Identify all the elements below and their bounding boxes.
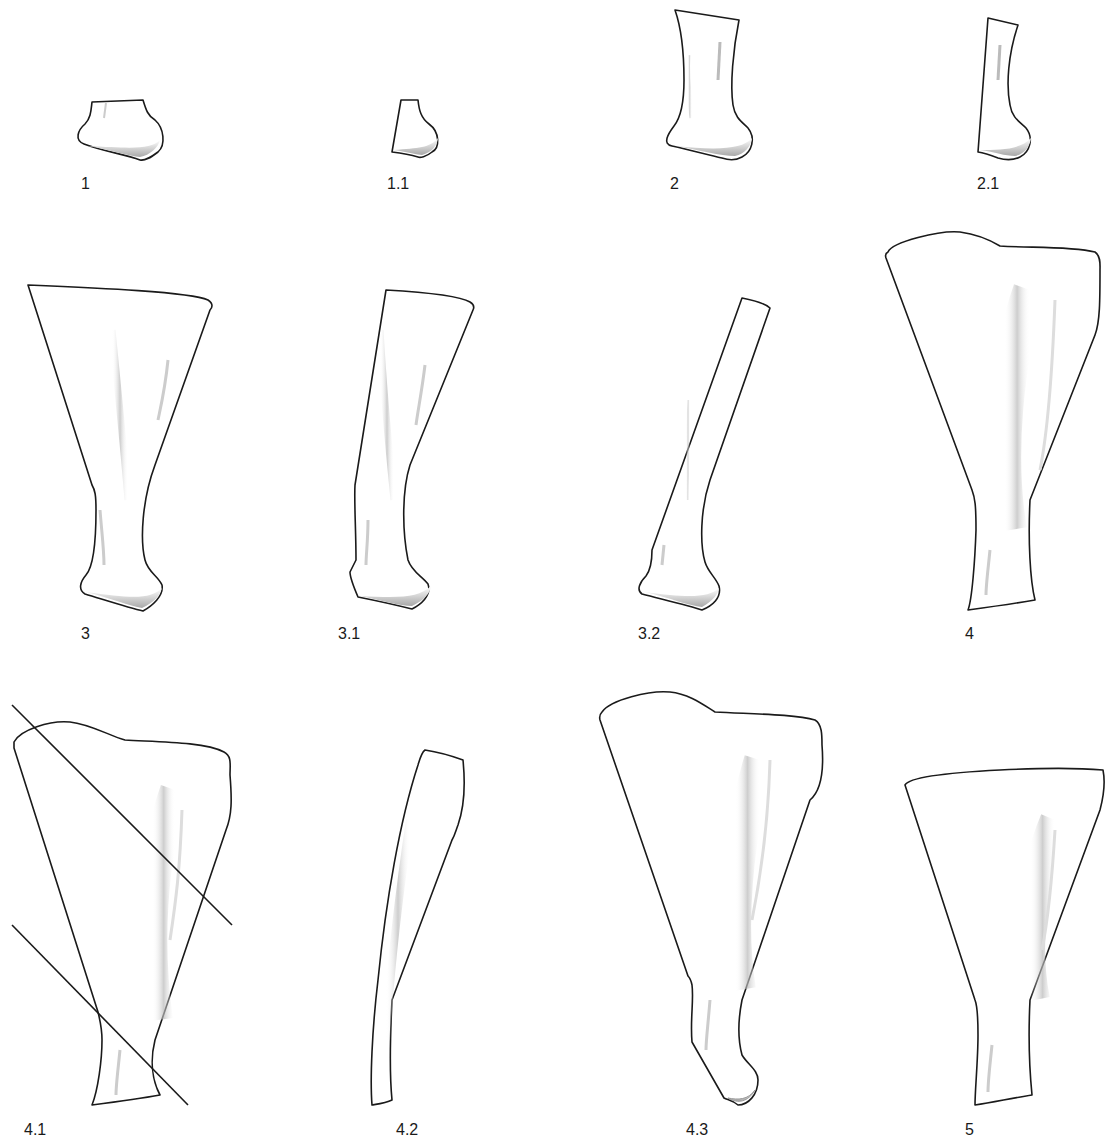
cut-line bbox=[12, 925, 188, 1105]
bone-fragment bbox=[78, 100, 163, 160]
bone-fragment bbox=[978, 18, 1031, 160]
figure-number: 2 bbox=[670, 176, 679, 192]
bone-fragment bbox=[905, 769, 1104, 1106]
figure-number: 3.1 bbox=[338, 626, 360, 642]
figure-number: 3 bbox=[81, 626, 90, 642]
bone-fragment bbox=[639, 298, 770, 610]
figure-number: 4.2 bbox=[396, 1122, 418, 1138]
figure-number: 1 bbox=[81, 176, 90, 192]
bone-fragment bbox=[600, 692, 823, 1105]
figure-number: 3.2 bbox=[638, 626, 660, 642]
bone-fragment bbox=[371, 750, 464, 1105]
bone-fragment bbox=[667, 10, 753, 160]
bone-fragment bbox=[350, 290, 474, 609]
figure-number: 2.1 bbox=[977, 176, 999, 192]
figure-number: 5 bbox=[965, 1122, 974, 1138]
figure-number: 4.1 bbox=[24, 1122, 46, 1138]
figure-number: 1.1 bbox=[387, 176, 409, 192]
bone-fragment bbox=[28, 285, 212, 611]
bone-fragment bbox=[886, 232, 1100, 610]
bone-fragment bbox=[12, 705, 232, 1105]
bone-fragment bbox=[392, 100, 438, 157]
figure-number: 4 bbox=[965, 626, 974, 642]
cut-line bbox=[12, 705, 232, 925]
figure-number: 4.3 bbox=[686, 1122, 708, 1138]
